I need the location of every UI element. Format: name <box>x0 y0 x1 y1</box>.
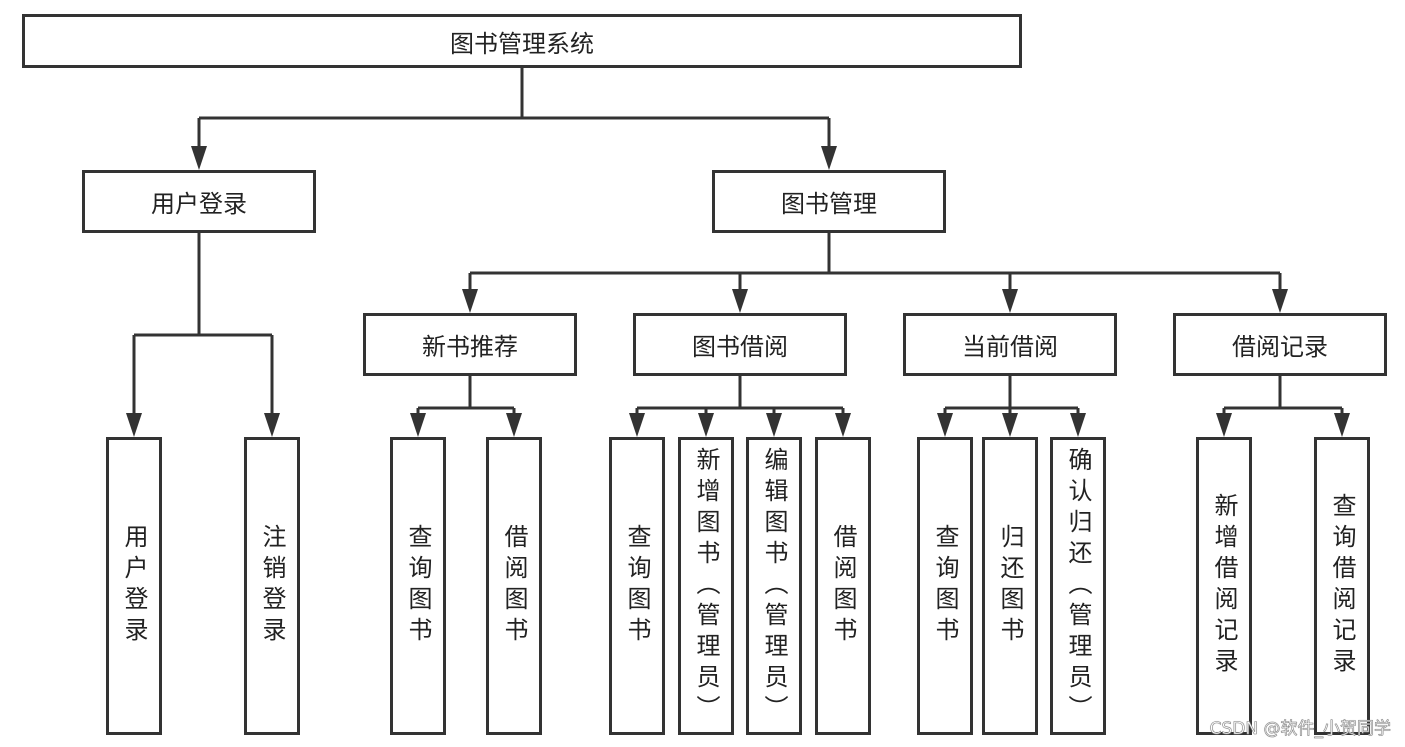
root-node: 图书管理系统 <box>22 14 1022 68</box>
node-new-books: 新书推荐 <box>363 313 577 376</box>
leaf-node: 编辑图书（管理员） <box>746 437 802 735</box>
arrowhead <box>462 289 478 313</box>
arrowhead <box>1216 413 1232 437</box>
leaf-node: 用户登录 <box>106 437 162 735</box>
node-label: 查询图书 <box>623 524 651 648</box>
node-label: 新增图书（管理员） <box>692 446 720 726</box>
node-label: 图书管理系统 <box>450 29 594 58</box>
node-label: 新增借阅记录 <box>1210 493 1238 679</box>
arrowhead <box>1272 289 1288 313</box>
node-label: 用户登录 <box>120 524 148 648</box>
arrowhead <box>410 413 426 437</box>
node-current-borrow: 当前借阅 <box>903 313 1117 376</box>
arrowhead <box>1002 413 1018 437</box>
node-label: 查询图书 <box>931 524 959 648</box>
leaf-node: 确认归还（管理员） <box>1050 437 1106 735</box>
arrowhead <box>821 146 837 170</box>
node-label: 借阅记录 <box>1232 333 1328 361</box>
watermark: CSDN @软件_小贺同学 <box>1209 719 1391 740</box>
leaf-node: 借阅图书 <box>486 437 542 735</box>
leaf-node: 新增图书（管理员） <box>678 437 734 735</box>
leaf-node: 查询图书 <box>390 437 446 735</box>
leaf-node: 查询借阅记录 <box>1314 437 1370 735</box>
node-label: 新书推荐 <box>422 333 518 361</box>
node-label: 当前借阅 <box>962 333 1058 361</box>
node-borrow-records: 借阅记录 <box>1173 313 1387 376</box>
leaf-node: 查询图书 <box>917 437 973 735</box>
node-label: 图书管理 <box>781 190 877 218</box>
node-user-login: 用户登录 <box>82 170 316 233</box>
arrowhead <box>264 413 280 437</box>
arrowhead <box>937 413 953 437</box>
node-label: 编辑图书（管理员） <box>760 446 788 726</box>
leaf-node: 注销登录 <box>244 437 300 735</box>
arrowhead <box>835 413 851 437</box>
arrowhead <box>1334 413 1350 437</box>
arrowhead <box>766 413 782 437</box>
node-label: 查询图书 <box>404 524 432 648</box>
node-label: 查询借阅记录 <box>1328 493 1356 679</box>
node-label: 注销登录 <box>258 524 286 648</box>
arrowhead <box>191 146 207 170</box>
leaf-node: 查询图书 <box>609 437 665 735</box>
leaf-node: 借阅图书 <box>815 437 871 735</box>
node-label: 借阅图书 <box>829 524 857 648</box>
arrowhead <box>732 289 748 313</box>
node-book-borrow: 图书借阅 <box>633 313 847 376</box>
arrowhead <box>126 413 142 437</box>
node-label: 借阅图书 <box>500 524 528 648</box>
node-label: 用户登录 <box>151 190 247 218</box>
arrowhead <box>629 413 645 437</box>
arrowhead <box>1002 289 1018 313</box>
arrowhead <box>1070 413 1086 437</box>
leaf-node: 新增借阅记录 <box>1196 437 1252 735</box>
node-book-management: 图书管理 <box>712 170 946 233</box>
arrowhead <box>698 413 714 437</box>
arrowhead <box>506 413 522 437</box>
leaf-node: 归还图书 <box>982 437 1038 735</box>
node-label: 确认归还（管理员） <box>1064 446 1092 726</box>
node-label: 归还图书 <box>996 524 1024 648</box>
node-label: 图书借阅 <box>692 333 788 361</box>
